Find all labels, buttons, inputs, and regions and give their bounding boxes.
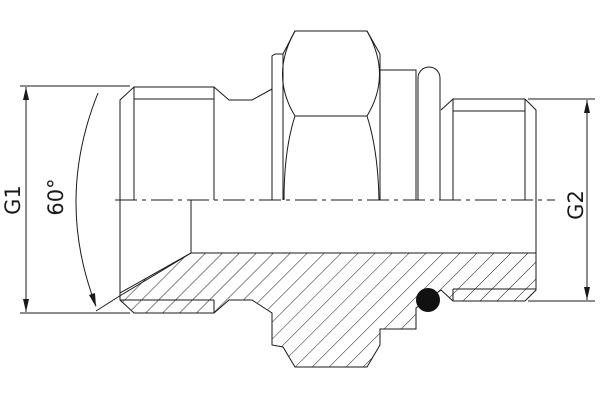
angle-arc bbox=[75, 92, 99, 307]
groove bbox=[417, 66, 441, 200]
cone-line bbox=[117, 252, 192, 298]
hex-lower-arc bbox=[283, 115, 380, 201]
g1-label: G1 bbox=[1, 185, 25, 215]
collar bbox=[380, 69, 417, 200]
angle-extension bbox=[95, 296, 119, 312]
angle-label: 60° bbox=[44, 178, 68, 215]
bore bbox=[190, 200, 536, 254]
angle-arrow-icon bbox=[89, 293, 96, 307]
hex-face-arc bbox=[282, 30, 380, 117]
g2-label: G2 bbox=[564, 190, 588, 220]
section-hatch bbox=[119, 252, 537, 368]
flange bbox=[271, 53, 284, 200]
o-ring bbox=[416, 288, 440, 312]
